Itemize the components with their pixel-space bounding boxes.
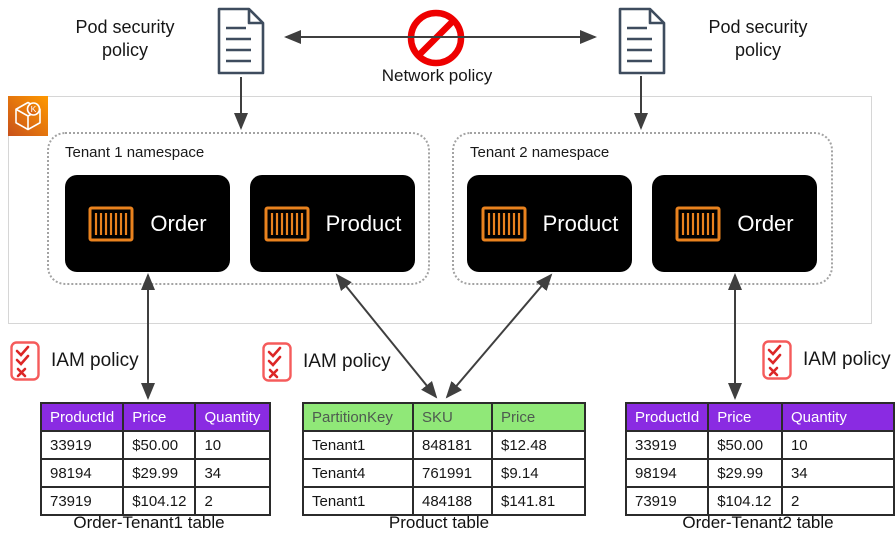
table-header-row: PartitionKey SKU Price	[302, 402, 586, 432]
table-cell: $104.12	[122, 486, 197, 516]
table-cell: Tenant1	[302, 430, 414, 460]
container-icon	[88, 206, 134, 242]
no-entry-icon	[405, 7, 467, 69]
iam-policy-right: IAM policy	[762, 340, 891, 380]
pod-product-tenant2: Product	[467, 175, 632, 272]
table-row: Tenant1 484188 $141.81	[302, 486, 586, 516]
table-header-cell: ProductId	[624, 402, 710, 432]
table-row: 98194 $29.99 34	[624, 458, 895, 488]
table-cell: 10	[780, 430, 895, 460]
pod-security-policy-label-right: Pod security policy	[708, 17, 808, 60]
table-cell: 848181	[412, 430, 493, 460]
order-tenant1-table: ProductId Price Quantity 33919 $50.00 10…	[39, 402, 272, 516]
order-tenant2-table-caption: Order-Tenant2 table	[682, 513, 834, 532]
table-cell: 2	[194, 486, 272, 516]
table-cell: 484188	[412, 486, 493, 516]
table-header-cell: SKU	[412, 402, 493, 432]
iam-policy-label: IAM policy	[303, 351, 391, 372]
table-cell: 34	[780, 458, 895, 488]
pod-label: Product	[542, 210, 619, 236]
table-cell: 34	[194, 458, 272, 488]
table-header-cell: ProductId	[39, 402, 125, 432]
product-table: PartitionKey SKU Price Tenant1 848181 $1…	[302, 402, 586, 516]
table-cell: 33919	[624, 430, 710, 460]
document-icon	[216, 6, 266, 76]
table-cell: $50.00	[122, 430, 197, 460]
checklist-icon	[762, 340, 792, 380]
table-cell: $50.00	[707, 430, 783, 460]
pod-label: Order	[737, 210, 794, 236]
table-cell: 33919	[39, 430, 125, 460]
table-cell: $29.99	[122, 458, 197, 488]
pod-product-tenant1: Product	[250, 175, 415, 272]
container-icon	[675, 206, 721, 242]
tenant1-namespace-label: Tenant 1 namespace	[65, 144, 205, 161]
table-cell: 10	[194, 430, 272, 460]
pod-label: Order	[150, 210, 207, 236]
table-cell: $104.12	[707, 486, 783, 516]
table-header-cell: Price	[707, 402, 783, 432]
table-row: 98194 $29.99 34	[39, 458, 272, 488]
container-icon	[264, 206, 310, 242]
table-cell: $141.81	[491, 486, 586, 516]
svg-text:K: K	[31, 104, 37, 114]
order-tenant1-table-caption: Order-Tenant1 table	[73, 513, 225, 532]
pod-security-policy-label-left: Pod security policy	[75, 17, 175, 60]
table-header-cell: Price	[491, 402, 586, 432]
table-header-cell: Quantity	[780, 402, 895, 432]
table-row: 73919 $104.12 2	[39, 486, 272, 516]
tenant2-namespace-label: Tenant 2 namespace	[470, 144, 610, 161]
table-cell: 73919	[39, 486, 125, 516]
table-cell: 98194	[624, 458, 710, 488]
pod-order-tenant2: Order	[652, 175, 817, 272]
iam-policy-left: IAM policy	[10, 341, 139, 381]
table-cell: 98194	[39, 458, 125, 488]
network-policy-label: Network policy	[381, 66, 493, 85]
iam-policy-label: IAM policy	[51, 350, 139, 371]
pod-order-tenant1: Order	[65, 175, 230, 272]
checklist-icon	[10, 341, 40, 381]
eks-cluster-icon: K	[8, 96, 48, 136]
iam-policy-center: IAM policy	[262, 342, 391, 382]
order-tenant2-table: ProductId Price Quantity 33919 $50.00 10…	[624, 402, 895, 516]
table-row: 33919 $50.00 10	[624, 430, 895, 460]
table-header-cell: Price	[122, 402, 197, 432]
table-cell: $12.48	[491, 430, 586, 460]
table-row: Tenant1 848181 $12.48	[302, 430, 586, 460]
checklist-icon	[262, 342, 292, 382]
table-cell: 761991	[412, 458, 493, 488]
tenant1-namespace: Tenant 1 namespace	[47, 132, 430, 285]
table-cell: Tenant1	[302, 486, 414, 516]
table-row: Tenant4 761991 $9.14	[302, 458, 586, 488]
table-header-row: ProductId Price Quantity	[624, 402, 895, 432]
table-header-row: ProductId Price Quantity	[39, 402, 272, 432]
container-icon	[481, 206, 527, 242]
table-cell: Tenant4	[302, 458, 414, 488]
table-header-cell: Quantity	[194, 402, 272, 432]
table-cell: 73919	[624, 486, 710, 516]
document-icon	[617, 6, 667, 76]
table-row: 73919 $104.12 2	[624, 486, 895, 516]
table-header-cell: PartitionKey	[302, 402, 414, 432]
iam-policy-label: IAM policy	[803, 349, 891, 370]
table-cell: $9.14	[491, 458, 586, 488]
table-row: 33919 $50.00 10	[39, 430, 272, 460]
table-cell: $29.99	[707, 458, 783, 488]
pod-label: Product	[325, 210, 402, 236]
product-table-caption: Product table	[388, 513, 490, 532]
tenant2-namespace: Tenant 2 namespace	[452, 132, 833, 285]
table-cell: 2	[780, 486, 895, 516]
